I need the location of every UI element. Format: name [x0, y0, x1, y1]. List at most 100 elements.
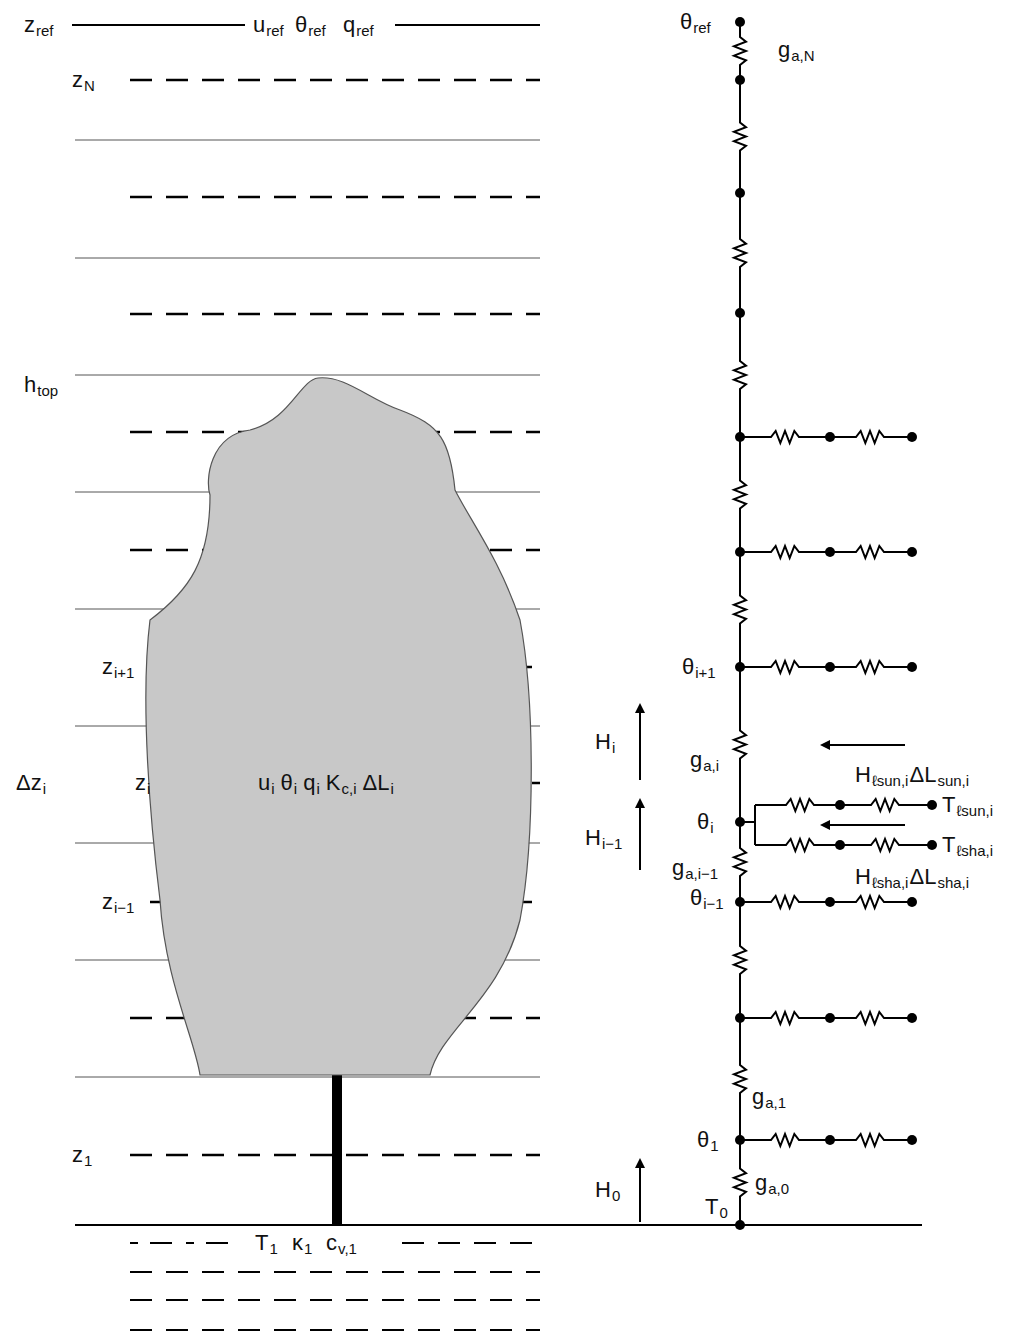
layer-boundaries	[75, 140, 540, 1077]
node-dot	[735, 75, 745, 85]
symbol-label: ΔL	[909, 762, 936, 788]
resistor-symbol	[734, 902, 746, 1018]
resistor-symbol	[740, 1134, 912, 1146]
subscript: i−1	[602, 835, 622, 853]
symbol-label: T	[942, 832, 955, 858]
symbol-label: θ	[682, 654, 694, 680]
symbol-label: z	[72, 67, 83, 93]
symbol-label: z	[72, 1142, 83, 1168]
subscript: sun,i	[937, 772, 969, 790]
state-variable: ΔL	[362, 770, 389, 796]
subscript: 1	[84, 1152, 92, 1170]
node-dot	[825, 1135, 835, 1145]
symbol-label: H	[855, 762, 871, 788]
node-dot	[825, 897, 835, 907]
node-dot	[927, 800, 937, 810]
subscript: i+1	[695, 664, 715, 682]
subscript: i	[612, 739, 615, 757]
subscript: ℓsun,i	[872, 772, 909, 790]
symbol-label: ΔL	[909, 864, 936, 890]
soil-layers	[130, 1243, 540, 1330]
symbol-label: T	[942, 792, 955, 818]
tree-outline	[140, 370, 540, 1080]
node-dot	[735, 817, 745, 827]
subscript: 1	[710, 1137, 718, 1155]
subscript: 0	[719, 1204, 727, 1222]
node-dot	[735, 897, 745, 907]
subscript: ℓsha,i	[872, 874, 909, 892]
symbol-label: H	[595, 1177, 611, 1203]
resistor-symbol	[740, 1012, 912, 1024]
node-dot	[835, 800, 845, 810]
subscript: ℓsun,i	[956, 802, 993, 820]
subscript: ref	[36, 22, 54, 40]
subscript: top	[37, 382, 58, 400]
flux-arrows	[640, 705, 905, 1222]
subscript: v,1	[338, 1240, 357, 1258]
subscript: N	[84, 77, 95, 95]
node-dot	[907, 662, 917, 672]
resistor-symbol	[740, 661, 912, 673]
node-dot	[735, 308, 745, 318]
resistor-symbol	[734, 1018, 746, 1140]
symbol-label: H	[595, 729, 611, 755]
symbol-label: z	[102, 654, 113, 680]
resistance-network	[734, 17, 937, 1230]
subscript: 0	[612, 1187, 620, 1205]
subscript: a,1	[765, 1094, 786, 1112]
node-dot	[825, 547, 835, 557]
node-dot	[907, 1135, 917, 1145]
symbol-label: θ	[697, 809, 709, 835]
node-dot	[927, 840, 937, 850]
resistor-symbol	[755, 799, 932, 811]
resistor-symbol	[755, 839, 932, 851]
subscript: 1	[269, 1240, 277, 1258]
resistor-symbol	[734, 1140, 746, 1225]
symbol-label: θ	[697, 1127, 709, 1153]
symbol-label: q	[343, 12, 355, 38]
symbol-label: g	[778, 37, 790, 63]
subscript: i	[294, 780, 297, 798]
state-variable: θ	[281, 770, 293, 796]
resistor-symbol	[734, 437, 746, 552]
subscript: 1	[304, 1240, 312, 1258]
resistor-symbol	[734, 552, 746, 667]
symbol-label: g	[672, 855, 684, 881]
node-dot	[825, 432, 835, 442]
resistor-symbol	[734, 822, 746, 902]
layer-midlines	[130, 80, 540, 1155]
subscript: a,i−1	[685, 865, 718, 883]
node-dot	[835, 840, 845, 850]
state-variable: q	[303, 770, 315, 796]
node-dot	[825, 662, 835, 672]
subscript: a,0	[768, 1180, 789, 1198]
resistor-symbol	[740, 546, 912, 558]
node-dot	[907, 1013, 917, 1023]
subscript: sha,i	[937, 874, 969, 892]
subscript: i	[710, 819, 713, 837]
symbol-label: h	[24, 372, 36, 398]
subscript: i+1	[114, 664, 134, 682]
symbol-label: H	[585, 825, 601, 851]
node-dot	[735, 1135, 745, 1145]
subscript: ref	[356, 22, 374, 40]
subscript: ref	[308, 22, 326, 40]
subscript: i−1	[703, 895, 723, 913]
ground-line	[75, 1224, 922, 1226]
symbol-label: g	[755, 1170, 767, 1196]
subscript: a,i	[703, 757, 719, 775]
resistor-symbol	[740, 431, 912, 443]
symbol-label: θ	[680, 9, 692, 35]
subscript: ref	[266, 22, 284, 40]
tree-crown: uiθiqiKc,iΔLi	[140, 370, 540, 1080]
tree-shape	[146, 378, 531, 1075]
node-dot	[735, 1220, 745, 1230]
resistor-symbol	[734, 193, 746, 313]
symbol-label: z	[135, 770, 146, 796]
subscript: i−1	[114, 899, 134, 917]
symbol-label: T	[705, 1194, 718, 1220]
node-dot	[825, 1013, 835, 1023]
subscript: i	[316, 780, 319, 798]
resistor-symbol	[740, 896, 912, 908]
node-dot	[907, 432, 917, 442]
